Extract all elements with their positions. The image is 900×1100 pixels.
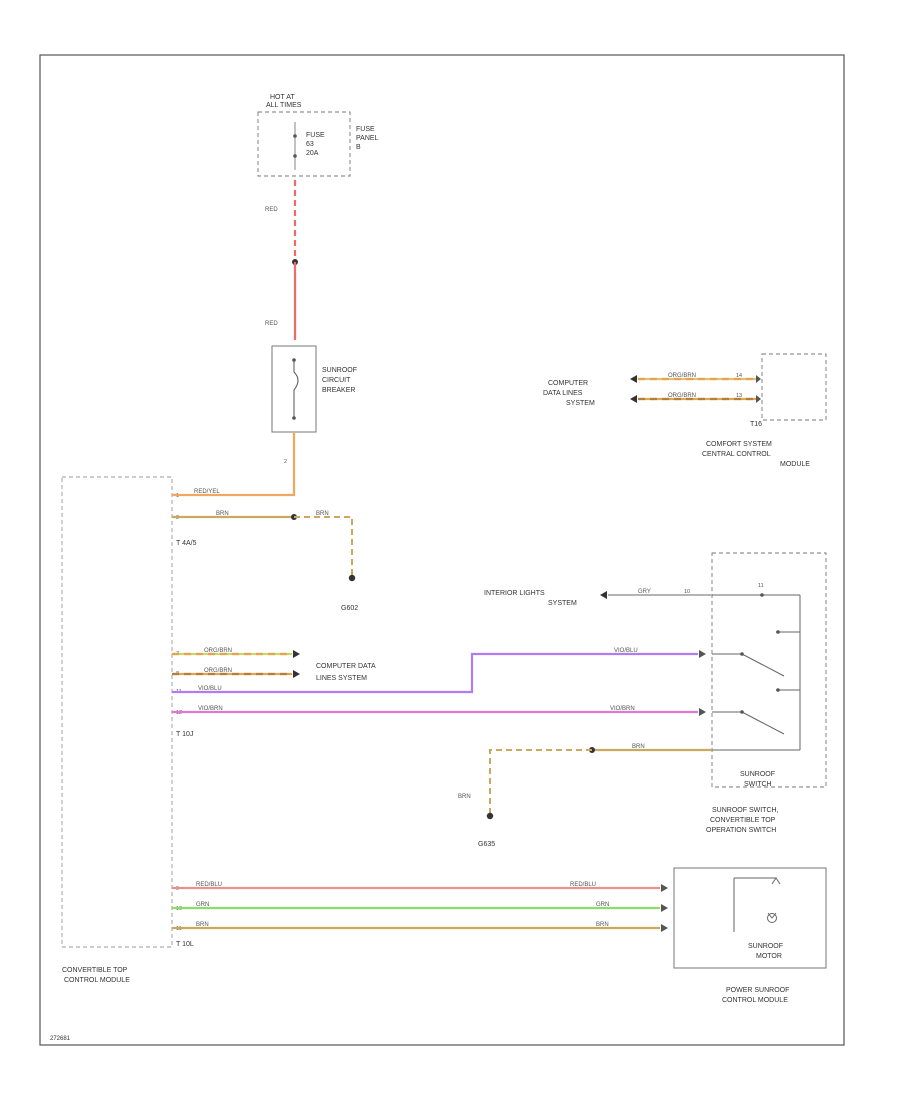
- wire-brn-a-cont: [294, 516, 353, 576]
- breaker-pin-2: 2: [284, 459, 287, 465]
- wire-brn-switch-label: BRN: [632, 744, 645, 750]
- ground-g602-icon: [348, 574, 356, 582]
- motor-label-2: MOTOR: [756, 953, 782, 960]
- breaker-label-2: CIRCUIT: [322, 377, 351, 384]
- comfort-pin-13: 13: [736, 393, 742, 399]
- comfort-dest-2: DATA LINES: [543, 390, 583, 397]
- sunroof-circuit-breaker: SUNROOF CIRCUIT BREAKER 2: [271, 345, 357, 465]
- power-sunroof-control-module: SUNROOF MOTOR POWER SUNROOF CONTROL MODU…: [673, 867, 827, 1004]
- connector-t10j: T 10J: [176, 731, 193, 738]
- wire-vio-brn-label: VIO/BRN: [198, 706, 223, 712]
- switch-box-label-1: SUNROOF: [740, 771, 775, 778]
- power-module-label-2: CONTROL MODULE: [722, 997, 788, 1004]
- panel-label-1: FUSE: [356, 126, 375, 133]
- wire-org-brn-2-label: ORG/BRN: [204, 668, 232, 674]
- wire-brn-a-cont-label: BRN: [316, 511, 329, 517]
- switch-label-1: SUNROOF SWITCH,: [712, 807, 779, 814]
- wire-vio-blu-far-label: VIO/BLU: [614, 648, 638, 654]
- wire-red-blu-far-label: RED/BLU: [570, 882, 596, 888]
- comfort-dest-3: SYSTEM: [566, 400, 595, 407]
- wire-grn-label: GRN: [196, 902, 209, 908]
- data-lines-label-2: LINES SYSTEM: [316, 675, 367, 682]
- wire-vio-blu: [172, 652, 698, 694]
- wire-gry-label: GRY: [638, 589, 651, 595]
- motor-arrow-icon: [771, 877, 781, 885]
- ground-g635-label: G635: [478, 841, 495, 848]
- wire-brn-a-label: BRN: [216, 511, 229, 517]
- wire-gry-pin: 10: [684, 589, 690, 595]
- comfort-label-3: MODULE: [780, 461, 810, 468]
- wire-red-lower-label: RED: [265, 321, 278, 327]
- wire-vio-brn-far-label: VIO/BRN: [610, 706, 635, 712]
- data-lines-label-1: COMPUTER DATA: [316, 663, 376, 670]
- connector-t4a: T 4A/5: [176, 540, 197, 547]
- fuse-label-2: 63: [306, 141, 314, 148]
- diagram-frame: [39, 54, 845, 1046]
- switch-label-3: OPERATION SWITCH: [706, 827, 776, 834]
- top-module-label-2: CONTROL MODULE: [64, 977, 130, 984]
- wire-grn-far-label: GRN: [596, 902, 609, 908]
- wire-red-blu-label: RED/BLU: [196, 882, 222, 888]
- fuse-label-3: 20A: [306, 150, 319, 157]
- interior-lights-label-2: SYSTEM: [548, 600, 577, 607]
- hot-label-2: ALL TIMES: [266, 102, 302, 109]
- fuse-panel: HOT AT ALL TIMES FUSE 63 20A FUSE PANEL …: [257, 94, 379, 177]
- switch-pin-top: 11: [758, 583, 764, 589]
- comfort-wire-2-label: ORG/BRN: [668, 393, 696, 399]
- wire-red-upper-label: RED: [265, 207, 278, 213]
- connector-t10l: T 10L: [176, 941, 194, 948]
- comfort-label-2: CENTRAL CONTROL: [702, 451, 771, 458]
- wire-brn-switch-left: [489, 749, 592, 814]
- ground-g602-label: G602: [341, 605, 358, 612]
- top-module-label-1: CONVERTIBLE TOP: [62, 967, 128, 974]
- motor-label-1: SUNROOF: [748, 943, 783, 950]
- comfort-system-module: ORG/BRN ORG/BRN 14 13 COMPUTER DATA LINE…: [543, 353, 827, 468]
- wire-org-brn-1-label: ORG/BRN: [204, 648, 232, 654]
- wire-brn-switch-left-label: BRN: [458, 794, 471, 800]
- ground-g635-icon: [486, 812, 494, 820]
- wire-red-yel-label: RED/YEL: [194, 489, 220, 495]
- comfort-pin-14: 14: [736, 373, 742, 379]
- breaker-label-1: SUNROOF: [322, 367, 357, 374]
- switch-label-2: CONVERTIBLE TOP: [710, 817, 776, 824]
- comfort-label-1: COMFORT SYSTEM: [706, 441, 772, 448]
- comfort-dest-1: COMPUTER: [548, 380, 588, 387]
- panel-label-2: PANEL: [356, 135, 379, 142]
- wire-brn-c-far-label: BRN: [596, 922, 609, 928]
- switch-box-label-2: SWITCH: [744, 781, 772, 788]
- panel-label-3: B: [356, 144, 361, 151]
- wire-vio-blu-label: VIO/BLU: [198, 686, 222, 692]
- comfort-connector: T16: [750, 421, 762, 428]
- power-module-label-1: POWER SUNROOF: [726, 987, 789, 994]
- diagram-code: 272681: [50, 1036, 71, 1042]
- wire-red-yel: [172, 432, 296, 497]
- motor-symbol-icon: [767, 912, 777, 923]
- sunroof-switch: 11 SUNROOF SWITCH SUNROOF SWITCH, CONVER…: [706, 552, 827, 834]
- breaker-label-3: BREAKER: [322, 387, 355, 394]
- wire-brn-c-label: BRN: [196, 922, 209, 928]
- fuse-label-1: FUSE: [306, 132, 325, 139]
- comfort-wire-1-label: ORG/BRN: [668, 373, 696, 379]
- interior-lights-label-1: INTERIOR LIGHTS: [484, 590, 545, 597]
- hot-label-1: HOT AT: [270, 94, 295, 101]
